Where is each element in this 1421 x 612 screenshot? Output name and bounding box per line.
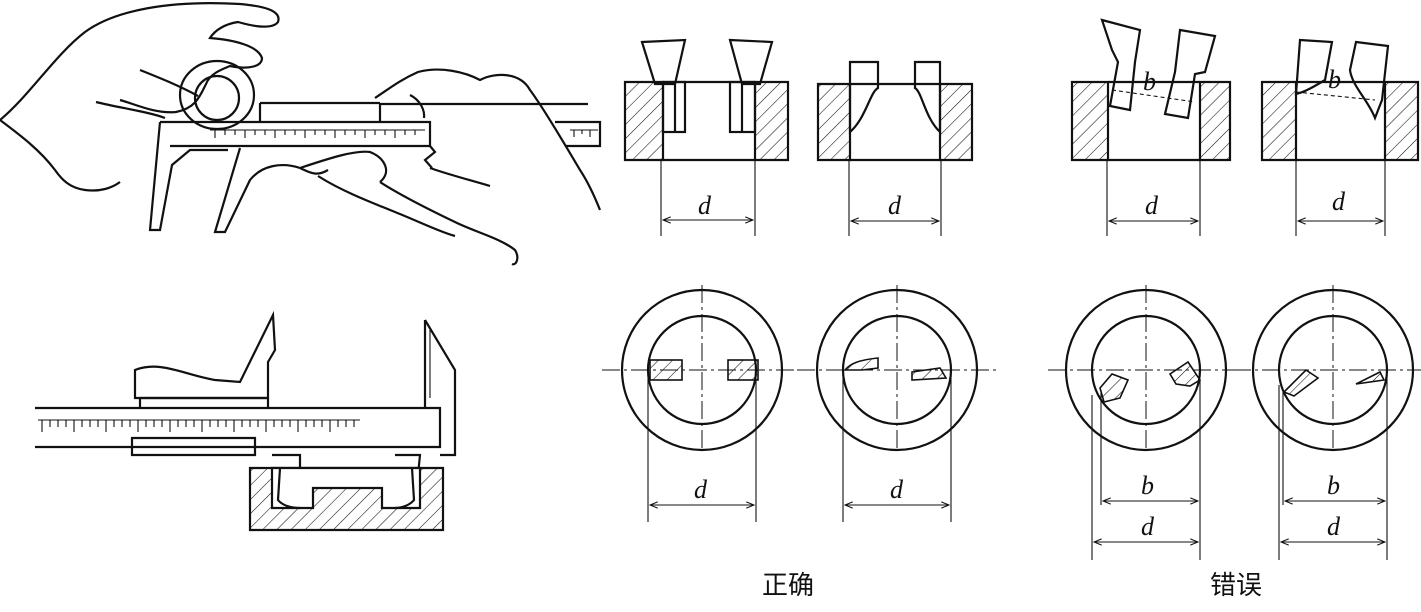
correct-plan-view-straight: d — [602, 285, 802, 522]
wrong-section-tilted-curved-jaws: b d — [1260, 38, 1420, 236]
correct-plan-view-curved: d — [797, 285, 997, 522]
correct-section-curved-jaws: d — [816, 60, 974, 236]
dim-label-d: d — [1332, 187, 1346, 216]
dim-label-b: b — [1141, 471, 1154, 500]
dim-label-d: d — [890, 475, 904, 504]
dim-label-d: d — [888, 191, 902, 220]
dim-label-b: b — [1143, 67, 1156, 96]
caption-correct: 正确 — [762, 571, 814, 601]
dim-label-b: b — [1328, 65, 1341, 94]
caption-wrong: 错误 — [1210, 571, 1262, 601]
dim-label-d: d — [698, 191, 712, 220]
wrong-section-tilted-jaws: b d — [1070, 18, 1232, 236]
dim-label-d: d — [1145, 191, 1159, 220]
wrong-plan-view-straight: b d — [1048, 285, 1246, 560]
caliper-on-part-illustration — [35, 310, 457, 532]
dim-label-b: b — [1327, 471, 1340, 500]
correct-section-straight-jaws: d — [623, 38, 790, 236]
dim-label-d: d — [1141, 512, 1155, 541]
dim-label-d: d — [1327, 512, 1341, 541]
caliper-in-hands-illustration — [0, 2, 602, 266]
dim-label-d: d — [694, 475, 708, 504]
wrong-plan-view-curved: b d — [1233, 285, 1421, 560]
